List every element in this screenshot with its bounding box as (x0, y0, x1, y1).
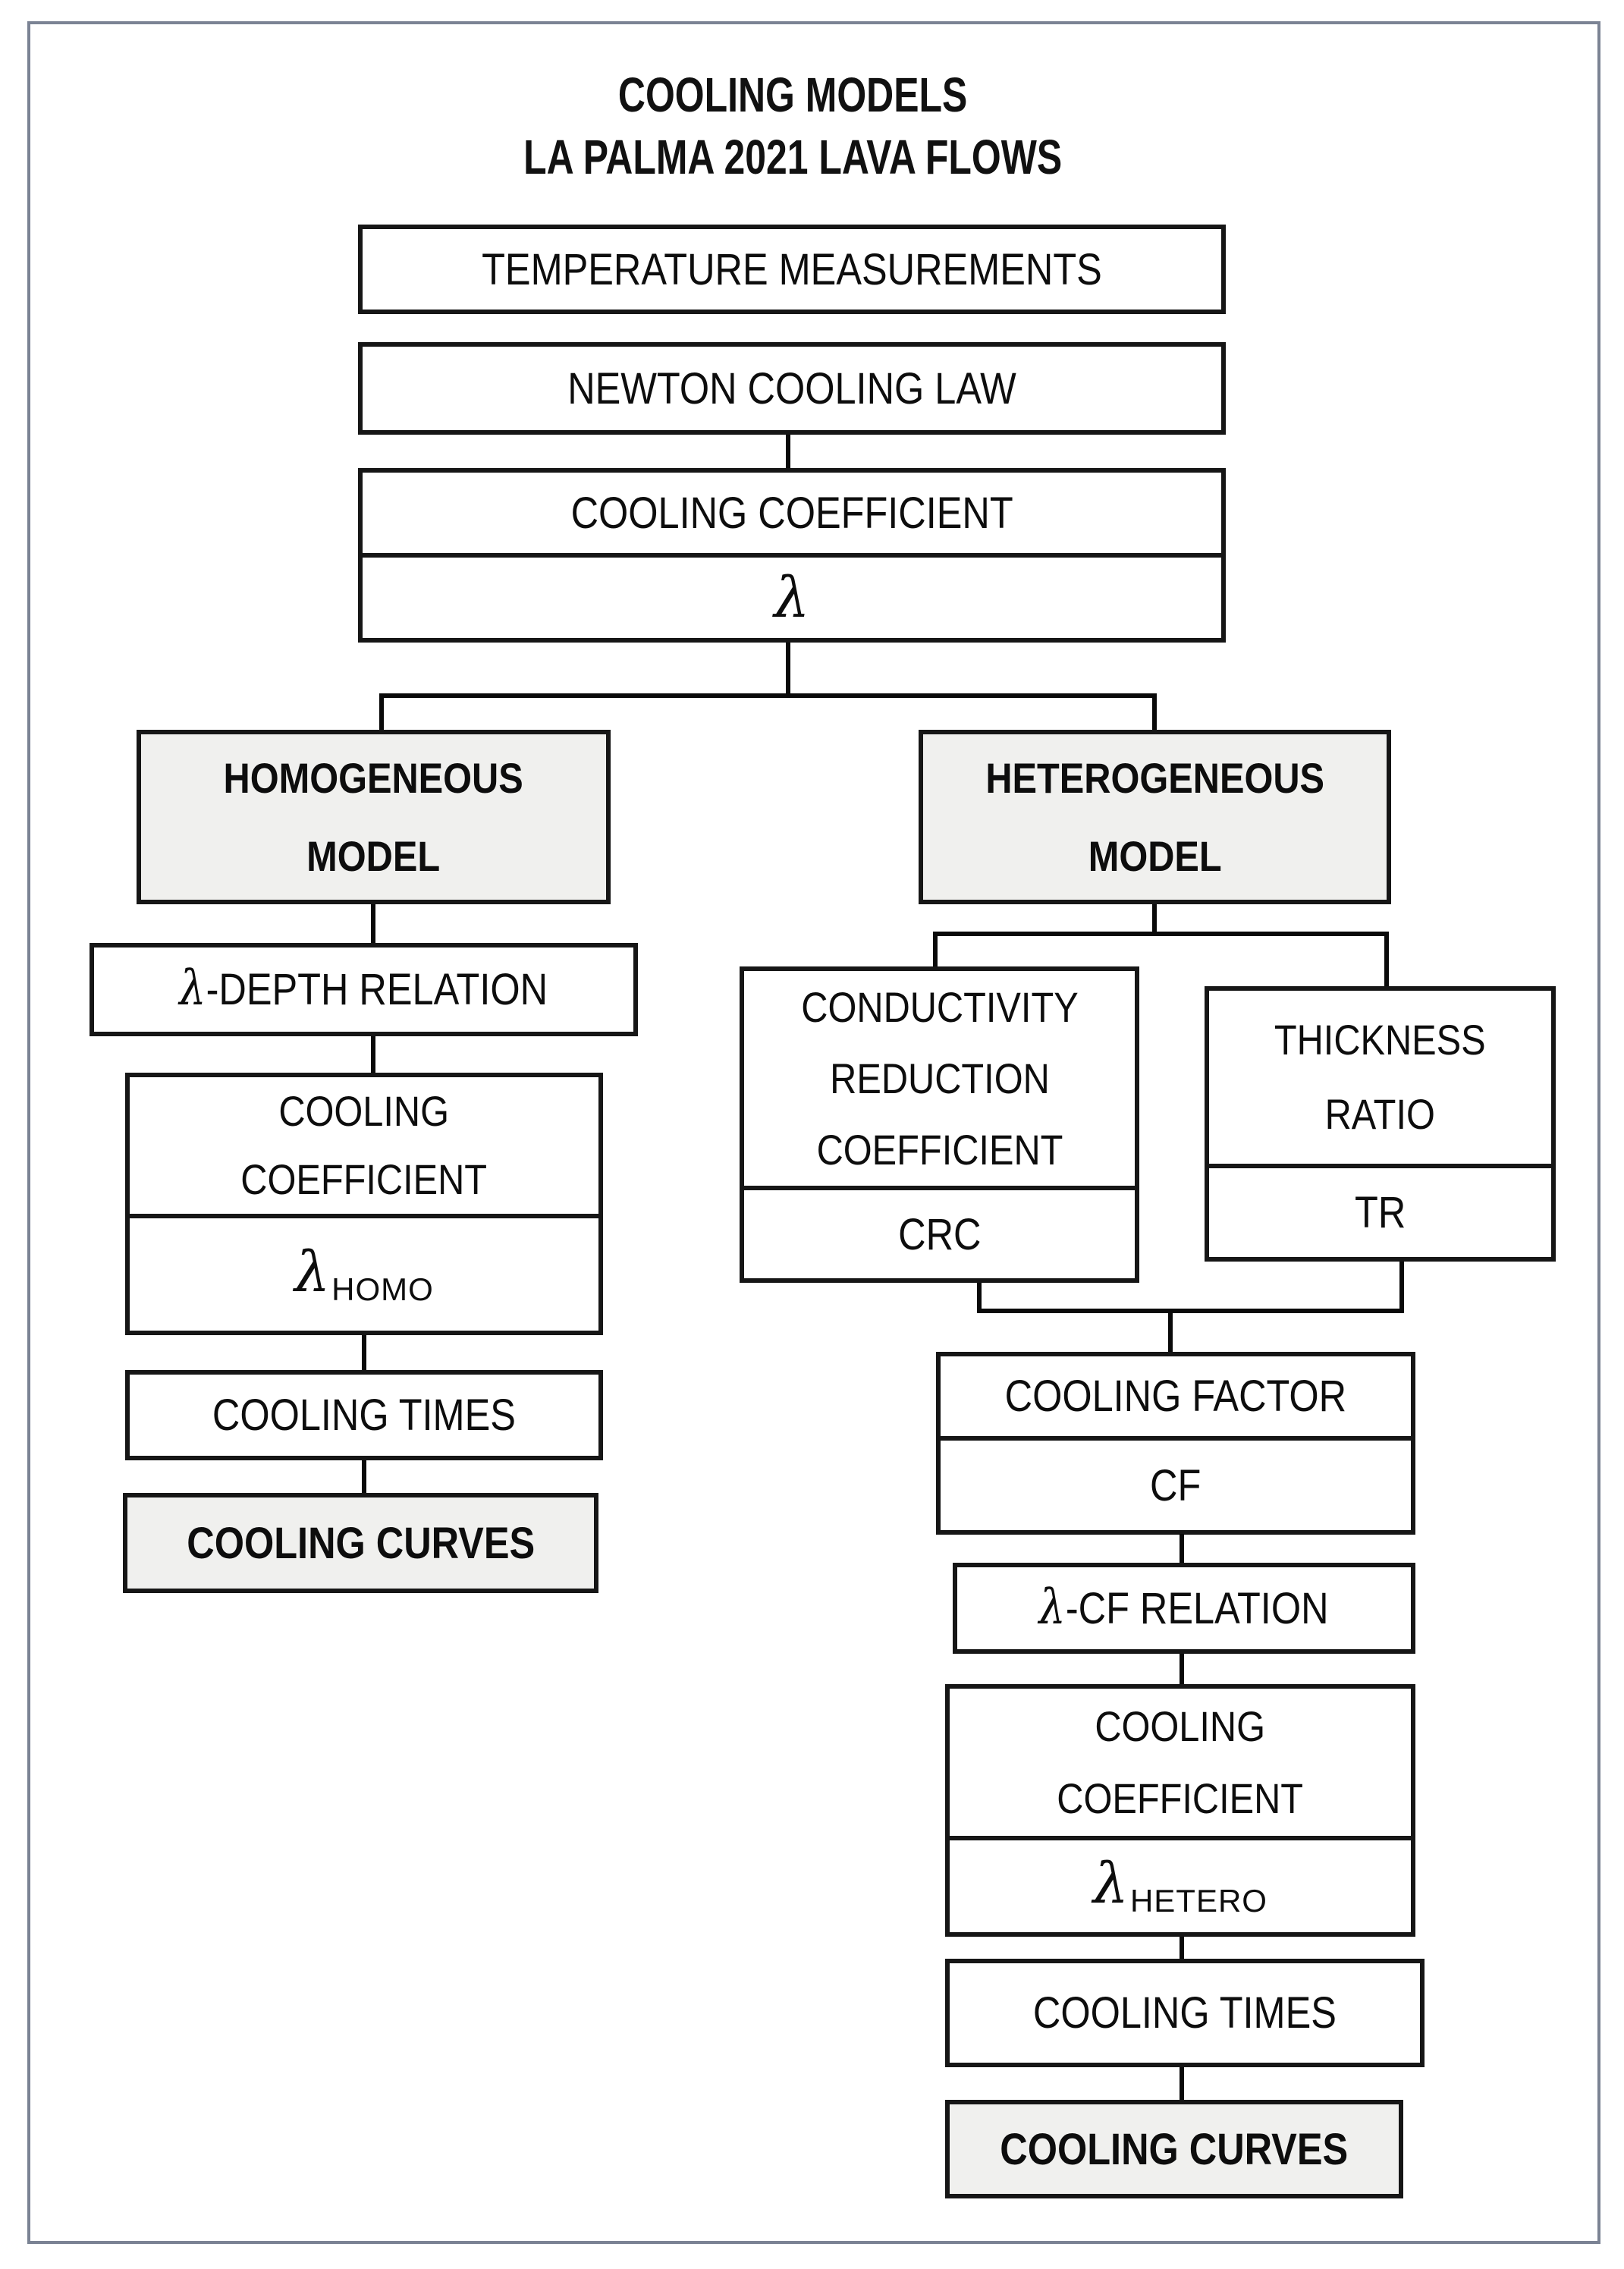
node-temperature-measurements-label: TEMPERATURE MEASUREMENTS (482, 244, 1102, 294)
node-cooling-coefficient-root-label: COOLING COEFFICIENT (570, 488, 1013, 538)
node-cooling-factor: COOLING FACTOR CF (936, 1352, 1415, 1535)
connector-subbranch-to-thickness (1384, 932, 1389, 986)
connector-newton-to-coefficient (786, 435, 790, 468)
node-newton-cooling-law: NEWTON COOLING LAW (358, 342, 1226, 435)
node-cooling-curves-right: COOLING CURVES (945, 2100, 1403, 2198)
node-lambda-depth-relation: λ-DEPTH RELATION (90, 943, 638, 1036)
diagram-title-text-1: COOLING MODELS (617, 68, 968, 122)
node-cooling-coefficient-homo: COOLING COEFFICIENT λHOMO (125, 1073, 603, 1335)
node-conductivity-reduction-coefficient: CONDUCTIVITY REDUCTION COEFFICIENT CRC (740, 966, 1139, 1283)
connector-branch-horizontal (379, 693, 1157, 698)
diagram-title-line-1: COOLING MODELS (0, 67, 1585, 123)
lambda-hetero-subscript: HETERO (1129, 1883, 1267, 1919)
diagram-title-line-2: LA PALMA 2021 LAVA FLOWS (0, 129, 1585, 185)
diagram-title-text-2: LA PALMA 2021 LAVA FLOWS (523, 130, 1062, 184)
node-thickness-ratio-label: THICKNESS RATIO (1274, 1016, 1486, 1138)
connector-coefficient-to-times-right (1180, 1937, 1184, 1959)
node-cooling-coefficient-hetero: COOLING COEFFICIENT λHETERO (945, 1684, 1415, 1937)
node-cooling-times-left: COOLING TIMES (125, 1370, 603, 1460)
connector-times-to-curves-right (1180, 2067, 1184, 2100)
connector-coefficient-to-times-left (362, 1335, 366, 1370)
node-crc-abbr: CRC (897, 1209, 982, 1259)
connector-tr-to-merge (1399, 1262, 1404, 1313)
node-newton-cooling-law-label: NEWTON COOLING LAW (567, 363, 1016, 413)
connector-branch-to-homogeneous (379, 693, 384, 730)
node-lambda-cf-relation: λ-CF RELATION (953, 1563, 1415, 1654)
node-cooling-times-left-label: COOLING TIMES (212, 1391, 517, 1440)
connector-lambda-depth-to-coefficient (371, 1036, 375, 1073)
node-homogeneous-model: HOMOGENEOUS MODEL (137, 730, 611, 904)
node-tr-abbr: TR (1354, 1188, 1406, 1237)
page-border (27, 21, 1600, 2244)
node-lambda-cf-relation-label: λ-CF RELATION (1039, 1579, 1329, 1636)
connector-subbranch-to-conductivity (933, 932, 938, 966)
connector-homogeneous-to-lambda-depth (371, 904, 375, 943)
connector-coefficient-to-branch (786, 643, 790, 696)
node-cooling-coefficient-hetero-label: COOLING COEFFICIENT (1057, 1702, 1304, 1822)
connector-factor-to-lambda-cf (1180, 1534, 1184, 1563)
node-homogeneous-model-label: HOMOGENEOUS MODEL (223, 754, 524, 880)
node-thickness-ratio: THICKNESS RATIO TR (1205, 986, 1556, 1262)
lambda-symbol: λ (1039, 1579, 1066, 1636)
node-cf-abbr: CF (1150, 1460, 1202, 1510)
node-cooling-curves-left-label: COOLING CURVES (187, 1518, 535, 1568)
connector-lambda-cf-to-coefficient (1180, 1654, 1184, 1684)
connector-times-to-curves-left (362, 1460, 366, 1493)
lambda-symbol: λ (179, 960, 206, 1017)
node-cooling-times-right: COOLING TIMES (945, 1959, 1425, 2067)
node-cooling-curves-left: COOLING CURVES (123, 1493, 598, 1593)
lambda-symbol: λ (774, 565, 810, 630)
connector-crc-to-merge (977, 1283, 982, 1313)
connector-heterogeneous-to-subbranch (1152, 904, 1157, 932)
node-heterogeneous-model-label: HETEROGENEOUS MODEL (985, 754, 1324, 880)
node-temperature-measurements: TEMPERATURE MEASUREMENTS (358, 225, 1226, 314)
node-cooling-factor-label: COOLING FACTOR (1004, 1372, 1347, 1421)
node-lambda-depth-relation-label: λ-DEPTH RELATION (179, 960, 548, 1017)
node-cooling-coefficient-homo-label: COOLING COEFFICIENT (240, 1087, 488, 1203)
connector-subbranch-horizontal (933, 932, 1389, 936)
node-conductivity-reduction-coefficient-label: CONDUCTIVITY REDUCTION COEFFICIENT (800, 982, 1079, 1174)
lambda-homo-symbol: λHOMO (294, 1239, 434, 1307)
lambda-hetero-symbol: λHETERO (1093, 1851, 1267, 1919)
connector-merge-to-cooling-factor (1168, 1309, 1173, 1352)
node-cooling-times-right-label: COOLING TIMES (1032, 1988, 1337, 2038)
connector-branch-to-heterogeneous (1152, 693, 1157, 730)
node-cooling-coefficient-root: COOLING COEFFICIENT λ (358, 468, 1226, 643)
lambda-homo-subscript: HOMO (331, 1271, 434, 1307)
node-heterogeneous-model: HETEROGENEOUS MODEL (919, 730, 1391, 904)
connector-merge-horizontal (977, 1309, 1404, 1313)
node-cooling-curves-right-label: COOLING CURVES (1000, 2124, 1349, 2174)
